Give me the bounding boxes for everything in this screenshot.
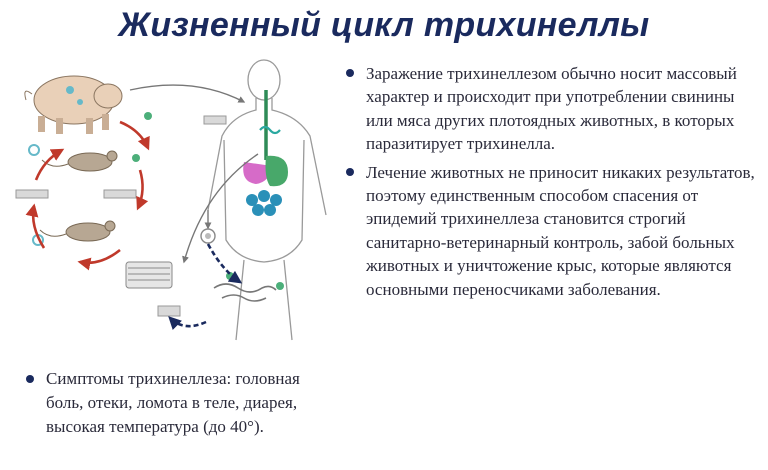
cyst-icon [200, 228, 216, 244]
bullet-treatment: Лечение животных не приносит никаких рез… [344, 161, 758, 301]
page-title: Жизненный цикл трихинеллы [118, 6, 650, 44]
infection-arrows [129, 84, 259, 264]
adult-worms-icon [213, 283, 277, 302]
trichinella-worm-icon [259, 125, 281, 135]
right-bullet-list: Заражение трихинеллезом обычно носит мас… [344, 62, 758, 306]
navy-cycle-arrows [168, 243, 243, 330]
rat-icon-lower [39, 220, 116, 242]
liver-icon [243, 162, 272, 184]
pig-icon [24, 75, 123, 134]
tag-icons [15, 115, 227, 317]
red-cycle-arrows [25, 120, 150, 271]
bullet-infection: Заражение трихинеллезом обычно носит мас… [344, 62, 758, 156]
human-body [207, 59, 327, 341]
muscle-tissue-icon [125, 261, 173, 289]
stomach-icon [265, 155, 288, 187]
rat-icon-upper [41, 150, 118, 172]
intestine-icon [246, 190, 282, 216]
left-bullet-list: Симптомы трихинеллеза: головная боль, от… [24, 367, 334, 439]
bullet-symptoms: Симптомы трихинеллеза: головная боль, от… [24, 367, 334, 439]
life-cycle-diagram [15, 59, 327, 341]
